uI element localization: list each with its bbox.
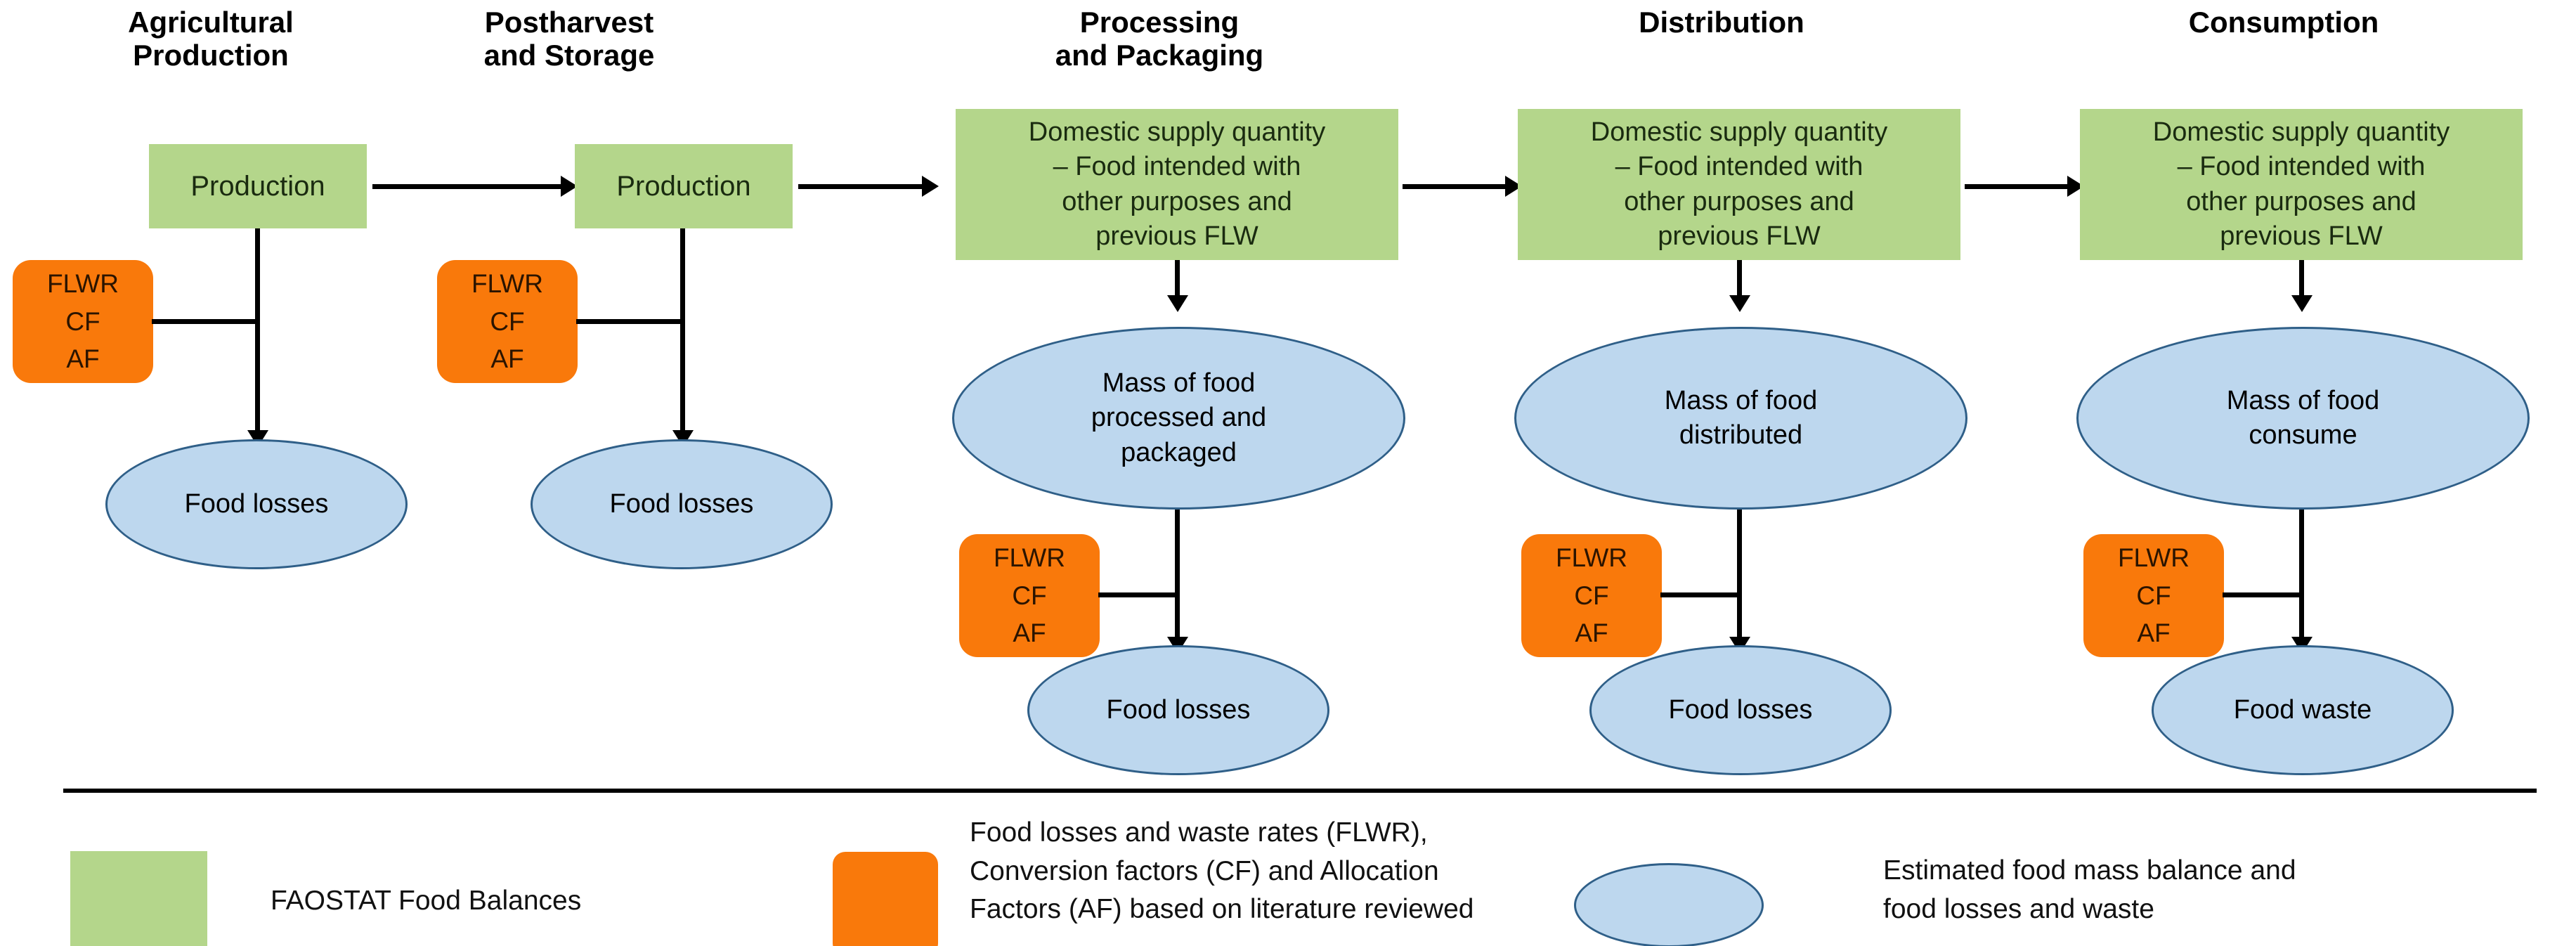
factors-flwr-label: FLWR — [2117, 543, 2190, 573]
legend-divider — [63, 789, 2537, 793]
outcome-ellipse-food-losses-col3: Food losses — [1027, 645, 1329, 775]
factors-box-col4: FLWR CF AF — [1521, 534, 1662, 657]
factors-af-label: AF — [1013, 618, 1046, 648]
column-header-agricultural-production: Agricultural Production — [128, 6, 294, 72]
legend-swatch-green — [70, 851, 207, 946]
connector-factors-to-flow-col1 — [152, 319, 257, 324]
outcome-ellipse-food-losses-col4: Food losses — [1589, 645, 1892, 775]
connector-mass-to-losses-col3 — [1175, 510, 1180, 643]
factors-flwr-label: FLWR — [471, 269, 544, 299]
column-header-postharvest-and-storage: Postharvest and Storage — [483, 6, 655, 72]
green-box-supply-quantity-col3: Domestic supply quantity – Food intended… — [956, 109, 1398, 260]
factors-flwr-label: FLWR — [1555, 543, 1628, 573]
arrowhead-supply-to-mass-col5 — [2291, 295, 2312, 312]
factors-cf-label: CF — [1012, 581, 1047, 610]
mass-ellipse-distributed-col4: Mass of food distributed — [1514, 327, 1967, 510]
mass-ellipse-processed-packaged-col3: Mass of food processed and packaged — [952, 327, 1405, 510]
factors-cf-label: CF — [490, 306, 525, 336]
legend-label-estimated-mass-balance: Estimated food mass balance and food los… — [1883, 855, 2296, 924]
connector-col2-to-col3 — [798, 184, 925, 189]
green-box-production-col1: Production — [149, 144, 367, 228]
factors-af-label: AF — [490, 344, 524, 374]
outcome-ellipse-food-waste-col5: Food waste — [2152, 645, 2454, 775]
connector-supply-to-mass-col4 — [1737, 260, 1742, 299]
connector-supply-to-mass-col3 — [1175, 260, 1180, 299]
factors-cf-label: CF — [65, 306, 100, 336]
column-header-processing-and-packaging: Processing and Packaging — [1055, 6, 1264, 72]
factors-box-col2: FLWR CF AF — [437, 260, 578, 383]
factors-box-col5: FLWR CF AF — [2083, 534, 2224, 657]
legend-label-faostat: FAOSTAT Food Balances — [271, 886, 582, 916]
connector-supply-to-mass-col5 — [2299, 260, 2304, 299]
outcome-ellipse-food-losses-col2: Food losses — [531, 439, 833, 569]
factors-box-col1: FLWR CF AF — [13, 260, 153, 383]
connector-production-to-losses-col2 — [680, 228, 685, 436]
column-header-distribution: Distribution — [1639, 6, 1804, 39]
connector-mass-to-losses-col4 — [1737, 510, 1742, 643]
arrowhead-supply-to-mass-col4 — [1729, 295, 1750, 312]
connector-col3-to-col4 — [1403, 184, 1508, 189]
factors-cf-label: CF — [1574, 581, 1609, 610]
connector-factors-to-flow-col2 — [576, 319, 682, 324]
outcome-ellipse-food-losses-col1: Food losses — [105, 439, 408, 569]
legend-swatch-orange — [833, 852, 938, 946]
arrowhead-col2-to-col3 — [922, 176, 939, 197]
arrowhead-supply-to-mass-col3 — [1167, 295, 1188, 312]
factors-af-label: AF — [2137, 618, 2171, 648]
factors-af-label: AF — [1575, 618, 1608, 648]
legend-swatch-ellipse — [1574, 863, 1764, 946]
green-box-production-col2: Production — [575, 144, 793, 228]
factors-af-label: AF — [66, 344, 100, 374]
factors-flwr-label: FLWR — [993, 543, 1066, 573]
connector-factors-to-flow-col5 — [2223, 592, 2303, 597]
factors-flwr-label: FLWR — [46, 269, 119, 299]
green-box-supply-quantity-col4: Domestic supply quantity – Food intended… — [1518, 109, 1960, 260]
factors-cf-label: CF — [2136, 581, 2171, 610]
connector-factors-to-flow-col3 — [1098, 592, 1179, 597]
mass-ellipse-consume-col5: Mass of food consume — [2076, 327, 2530, 510]
connector-production-to-losses-col1 — [255, 228, 260, 436]
connector-col1-to-col2 — [372, 184, 562, 189]
column-header-consumption: Consumption — [2188, 6, 2379, 39]
connector-mass-to-waste-col5 — [2299, 510, 2304, 643]
legend-label-flwr-cf-af: Food losses and waste rates (FLWR), Conv… — [970, 817, 1474, 925]
factors-box-col3: FLWR CF AF — [959, 534, 1100, 657]
connector-factors-to-flow-col4 — [1660, 592, 1741, 597]
connector-col4-to-col5 — [1965, 184, 2070, 189]
green-box-supply-quantity-col5: Domestic supply quantity – Food intended… — [2080, 109, 2523, 260]
